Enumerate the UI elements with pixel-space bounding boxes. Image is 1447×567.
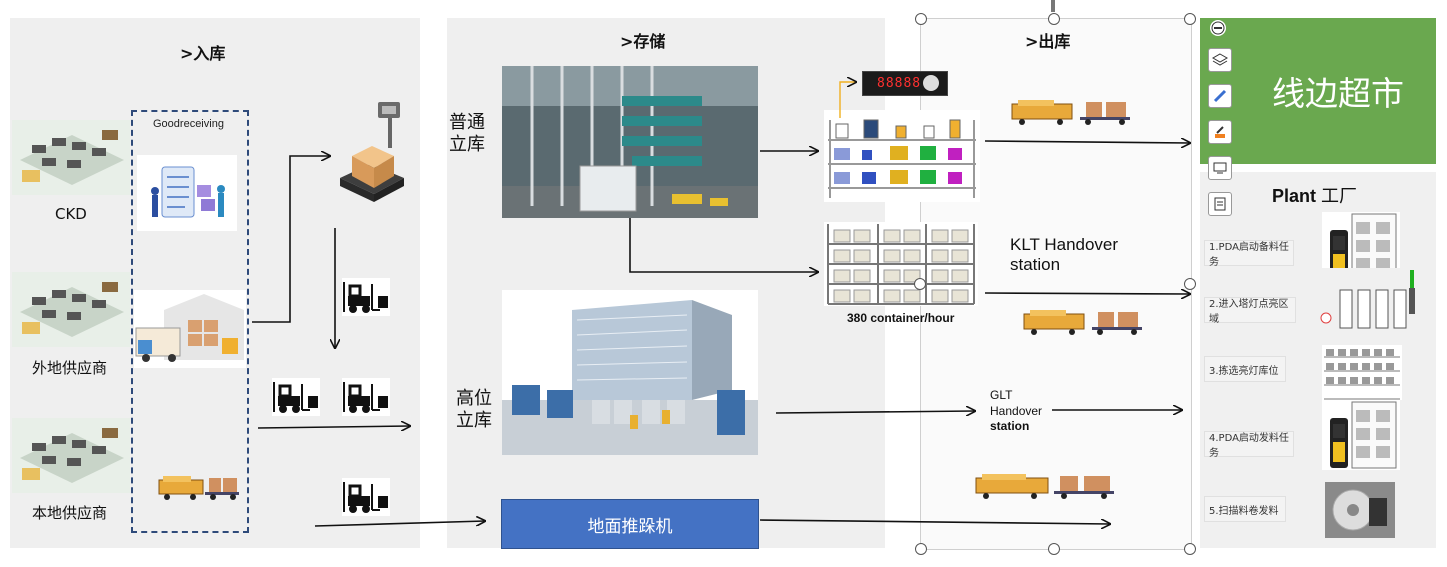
scale-with-box-image: [340, 102, 404, 202]
inbound-title: >入库: [180, 44, 226, 63]
plant-title-bold: Plant: [1272, 186, 1317, 206]
line-side-supermarket-box: 线边超市: [1200, 18, 1436, 164]
normal-asrs-photo: [502, 66, 758, 218]
display-knob-icon: [923, 75, 939, 91]
klt-handover-label: KLT Handover station: [1010, 235, 1119, 274]
selection-handle[interactable]: [1184, 278, 1196, 290]
forklift-icon: [272, 378, 320, 416]
klt-container-rack-image: [824, 222, 978, 306]
line-side-supermarket-title: 线边超市: [1272, 74, 1404, 113]
tugger-train-image: [1023, 310, 1142, 335]
digital-display: 88888: [862, 71, 948, 96]
normal-storage-label: 普通 立库: [449, 112, 485, 155]
storage-title: >存储: [620, 32, 666, 51]
tugger-train-image: [975, 474, 1114, 499]
forklift-icon: [342, 278, 390, 316]
goodreceiving-box: [131, 110, 249, 533]
display-digits: 88888: [877, 76, 922, 91]
glt-label-line3: station: [990, 419, 1030, 433]
goodreceiving-label: Goodreceiving: [153, 118, 224, 130]
plant-step: 2.进入塔灯点亮区域: [1204, 297, 1296, 325]
high-bay-storage-label: 高位 立库: [456, 388, 492, 431]
remote-supplier-warehouse-image: [12, 272, 130, 347]
plant-title: Plant 工厂: [1272, 182, 1357, 208]
local-supplier-warehouse-image: [12, 418, 130, 493]
checklist-illustration: [137, 155, 237, 231]
selection-handle[interactable]: [1184, 13, 1196, 25]
container-rate-label: 380 container/hour: [847, 311, 955, 325]
truck-unloading-illustration: [134, 290, 246, 368]
outbound-title: >出库: [1025, 32, 1071, 51]
ckd-warehouse-image: [12, 120, 130, 195]
edit-document-icon[interactable]: [1208, 192, 1232, 216]
ground-stacker-box: 地面推跺机: [501, 499, 759, 549]
selection-handle[interactable]: [914, 278, 926, 290]
monitor-icon[interactable]: [1208, 156, 1232, 180]
pick-light-rack-image: [1322, 345, 1402, 400]
local-supplier-train-image: [158, 476, 239, 500]
scan-reel-photo: [1325, 482, 1395, 538]
plant-step: 1.PDA启动备料任务: [1204, 240, 1294, 268]
plant-step: 3.拣选亮灯库位: [1204, 356, 1286, 382]
selection-handle[interactable]: [1048, 13, 1060, 25]
layers-icon[interactable]: [1208, 48, 1232, 72]
supplier-remote: 外地供应商: [32, 359, 108, 377]
selection-handle[interactable]: [1184, 543, 1196, 555]
selection-handle[interactable]: [915, 13, 927, 25]
selection-handle[interactable]: [1048, 543, 1060, 555]
pda-scanner-image: [1322, 400, 1400, 470]
supplier-ckd: CKD: [55, 205, 87, 223]
highlighter-icon[interactable]: [1208, 120, 1232, 144]
glt-label-line1: GLT: [990, 388, 1013, 402]
forklift-icon: [342, 378, 390, 416]
pen-icon[interactable]: [1208, 84, 1232, 108]
tower-light-area-image: [1318, 268, 1426, 336]
selection-handle[interactable]: [915, 543, 927, 555]
minus-icon[interactable]: [1210, 20, 1226, 36]
ground-stacker-label: 地面推跺机: [587, 516, 673, 537]
plant-step: 5.扫描料卷发料: [1204, 496, 1286, 522]
pda-scanner-image: [1322, 212, 1400, 282]
pick-to-light-shelf-image: [824, 110, 980, 202]
supplier-local: 本地供应商: [32, 504, 108, 522]
rotate-handle[interactable]: [1051, 0, 1055, 12]
plant-step: 4.PDA启动发料任务: [1204, 431, 1294, 459]
high-bay-asrs-image: [502, 290, 758, 455]
forklift-icon: [342, 478, 390, 516]
plant-title-cn: 工厂: [1321, 186, 1358, 207]
tugger-train-image: [1011, 100, 1130, 125]
glt-label-line2: Handover: [990, 404, 1043, 418]
